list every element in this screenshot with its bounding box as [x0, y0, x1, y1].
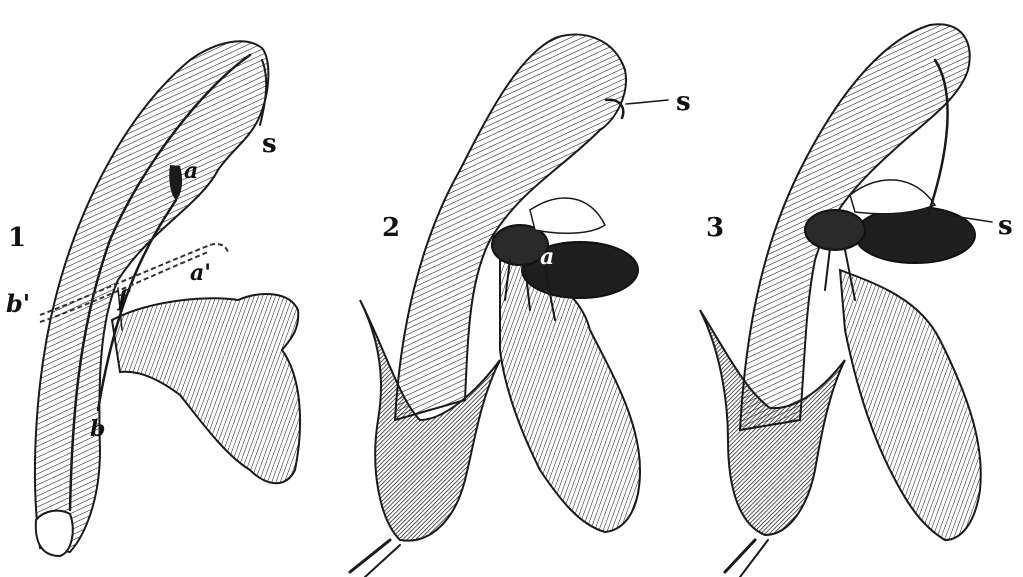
panel-2-label-a: a [540, 244, 554, 270]
panel-1: 1 a a' b' f b s [6, 41, 300, 556]
panel-3: 3 s [700, 24, 1013, 577]
panel-1-lower-lip [112, 294, 300, 483]
panel-2-label-s: s [676, 87, 691, 117]
panel-2: 2 a s [350, 35, 691, 577]
panel-2-number: 2 [382, 213, 400, 243]
panel-3-label-s: s [998, 211, 1013, 241]
panel-1-label-b: b [90, 416, 105, 442]
panel-1-number: 1 [8, 223, 26, 253]
panel-1-calyx-base [36, 511, 73, 556]
panel-1-label-s: s [262, 129, 277, 159]
panel-1-label-a: a [184, 158, 198, 184]
panel-1-label-a-prime: a' [190, 260, 211, 286]
panel-3-number: 3 [706, 213, 724, 243]
panel-3-lower-lip [840, 270, 981, 540]
panel-1-label-b-prime: b' [6, 289, 30, 318]
